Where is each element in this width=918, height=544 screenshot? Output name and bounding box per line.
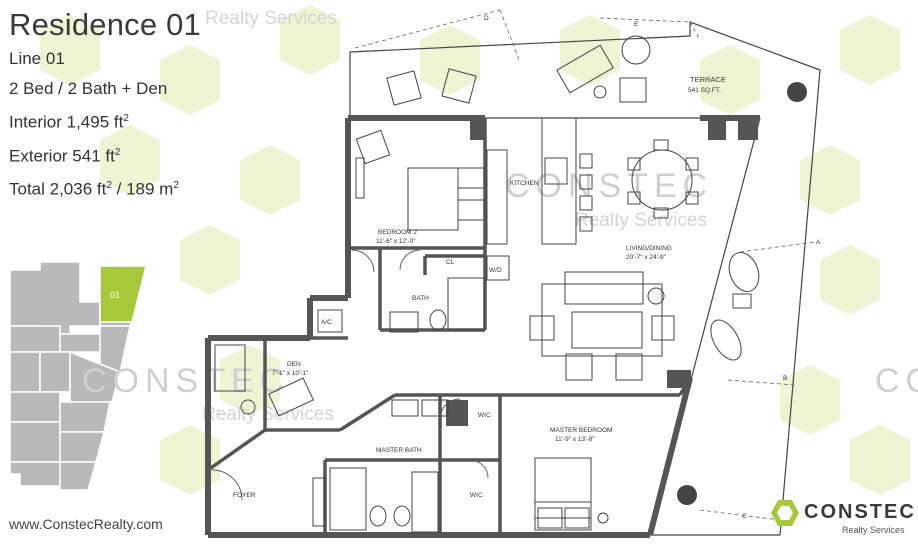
den-label: DEN <box>287 361 301 368</box>
highlighted-unit <box>99 265 147 323</box>
watermark-sub: Realty Services <box>575 210 707 231</box>
bedroom2-dims: 11'-6" x 12'-0" <box>376 238 416 245</box>
logo-name: CONSTEC <box>804 501 916 523</box>
total-area: Total 2,036 ft2 / 189 m2 <box>9 179 179 199</box>
watermark-realty-services: Realty Services <box>205 8 337 29</box>
watermark-brand: CONSTEC <box>505 167 713 205</box>
exterior-area: Exterior 541 ft2 <box>9 146 121 166</box>
marker-d: D <box>484 15 489 22</box>
closet-label: CL <box>446 259 455 266</box>
building-key-map: 01 <box>9 262 147 491</box>
bed-bath-count: 2 Bed / 2 Bath + Den <box>9 79 168 98</box>
watermark-sub-left: Realty Services <box>202 404 334 425</box>
logo-sub: Realty Services <box>842 525 905 535</box>
interior-area: Interior 1,495 ft2 <box>9 112 129 132</box>
living-dining-label: LIVING/DINING <box>626 245 672 252</box>
den-dims: 7'-1" x 10'-1" <box>272 370 309 377</box>
line-number: Line 01 <box>9 49 65 68</box>
foyer-label: FOYER <box>233 492 256 499</box>
key-map-unit-label: 01 <box>110 290 120 300</box>
residence-title: Residence 01 <box>9 7 201 42</box>
terrace-label: TERRACE <box>690 75 726 84</box>
master-bedroom-dims: 11'-9" x 13'-8" <box>555 436 595 443</box>
kitchen-label: KITCHEN <box>510 180 539 187</box>
website-url[interactable]: www.ConstecRealty.com <box>9 516 163 532</box>
wic-label-2: WIC <box>470 492 483 499</box>
ac-label: A/C <box>321 319 332 326</box>
marker-a: A <box>816 239 821 246</box>
master-bedroom-label: MASTER BEDROOM <box>550 427 612 434</box>
wic-label-1: WIC <box>478 412 491 419</box>
living-dining-dims: 20'-7" x 24'-9" <box>626 254 667 261</box>
logo-hexagon-icon <box>771 500 799 526</box>
marker-c: C <box>742 513 747 520</box>
constec-logo: CONSTEC Realty Services <box>770 498 914 540</box>
unit-info: Residence 01 Line 01 2 Bed / 2 Bath + De… <box>9 6 201 205</box>
bath-label: BATH <box>412 295 429 302</box>
marker-e: E <box>634 21 639 28</box>
marker-b: B <box>783 375 787 382</box>
watermark-brand-left: CONSTEC <box>82 362 290 400</box>
washer-dryer-label: W/D <box>489 267 502 274</box>
terrace-area: 541 SQ.FT. <box>688 87 721 94</box>
bedroom2-label: BEDROOM 2 <box>378 229 417 236</box>
watermark-brand-right: CONSTEC <box>875 362 918 400</box>
master-bath-label: MASTER BATH <box>376 447 422 454</box>
